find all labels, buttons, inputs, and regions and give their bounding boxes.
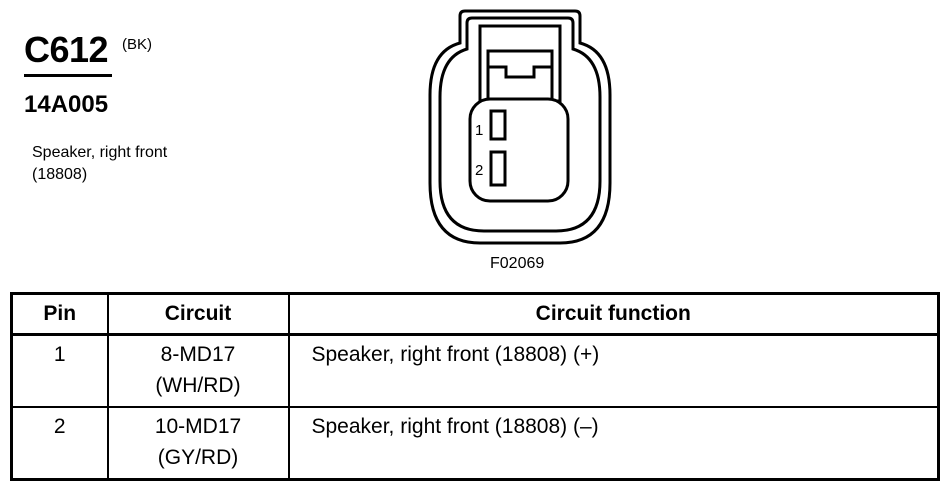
part-number: 14A005 — [24, 91, 109, 118]
pin-1-label: 1 — [475, 122, 483, 139]
circuit-number: 10-MD17 — [154, 415, 242, 438]
circuit-cell: 10-MD17 (GY/RD) — [106, 406, 290, 481]
connector-description: Speaker, right front — [32, 144, 168, 161]
connector-face-diagram: 1 2 — [428, 9, 612, 245]
header-pin: Pin — [10, 292, 109, 336]
header-circuit-function: Circuit function — [287, 292, 940, 336]
function-cell: Speaker, right front (18808) (–) — [287, 406, 940, 481]
pin-cell: 1 — [10, 333, 109, 408]
pin-cavity-body — [468, 97, 570, 203]
locking-tab — [488, 65, 552, 79]
circuit-number: 8-MD17 — [160, 343, 236, 366]
connector-description-ref: (18808) — [32, 166, 88, 183]
connector-id: C612 — [24, 29, 109, 70]
function-cell: Speaker, right front (18808) (+) — [287, 333, 940, 408]
pin-2-terminal — [489, 150, 507, 187]
table-row: 1 8-MD17 (WH/RD) Speaker, right front (1… — [10, 333, 940, 408]
circuit-cell: 8-MD17 (WH/RD) — [106, 333, 290, 408]
figure-code: F02069 — [490, 255, 545, 272]
circuit-wire-color: (WH/RD) — [155, 374, 241, 397]
circuit-wire-color: (GY/RD) — [157, 446, 239, 469]
pin-table: Pin Circuit Circuit function 1 8-MD17 (W… — [10, 292, 940, 481]
pin-1-terminal — [489, 109, 507, 141]
connector-color-code: (BK) — [122, 36, 152, 53]
pin-cell: 2 — [10, 406, 109, 481]
title-underline — [24, 74, 112, 77]
connector-shell-inner — [438, 16, 602, 233]
table-header-row: Pin Circuit Circuit function — [10, 292, 940, 336]
pin-2-label: 2 — [475, 162, 483, 179]
header-circuit: Circuit — [106, 292, 290, 336]
table-row: 2 10-MD17 (GY/RD) Speaker, right front (… — [10, 406, 940, 481]
